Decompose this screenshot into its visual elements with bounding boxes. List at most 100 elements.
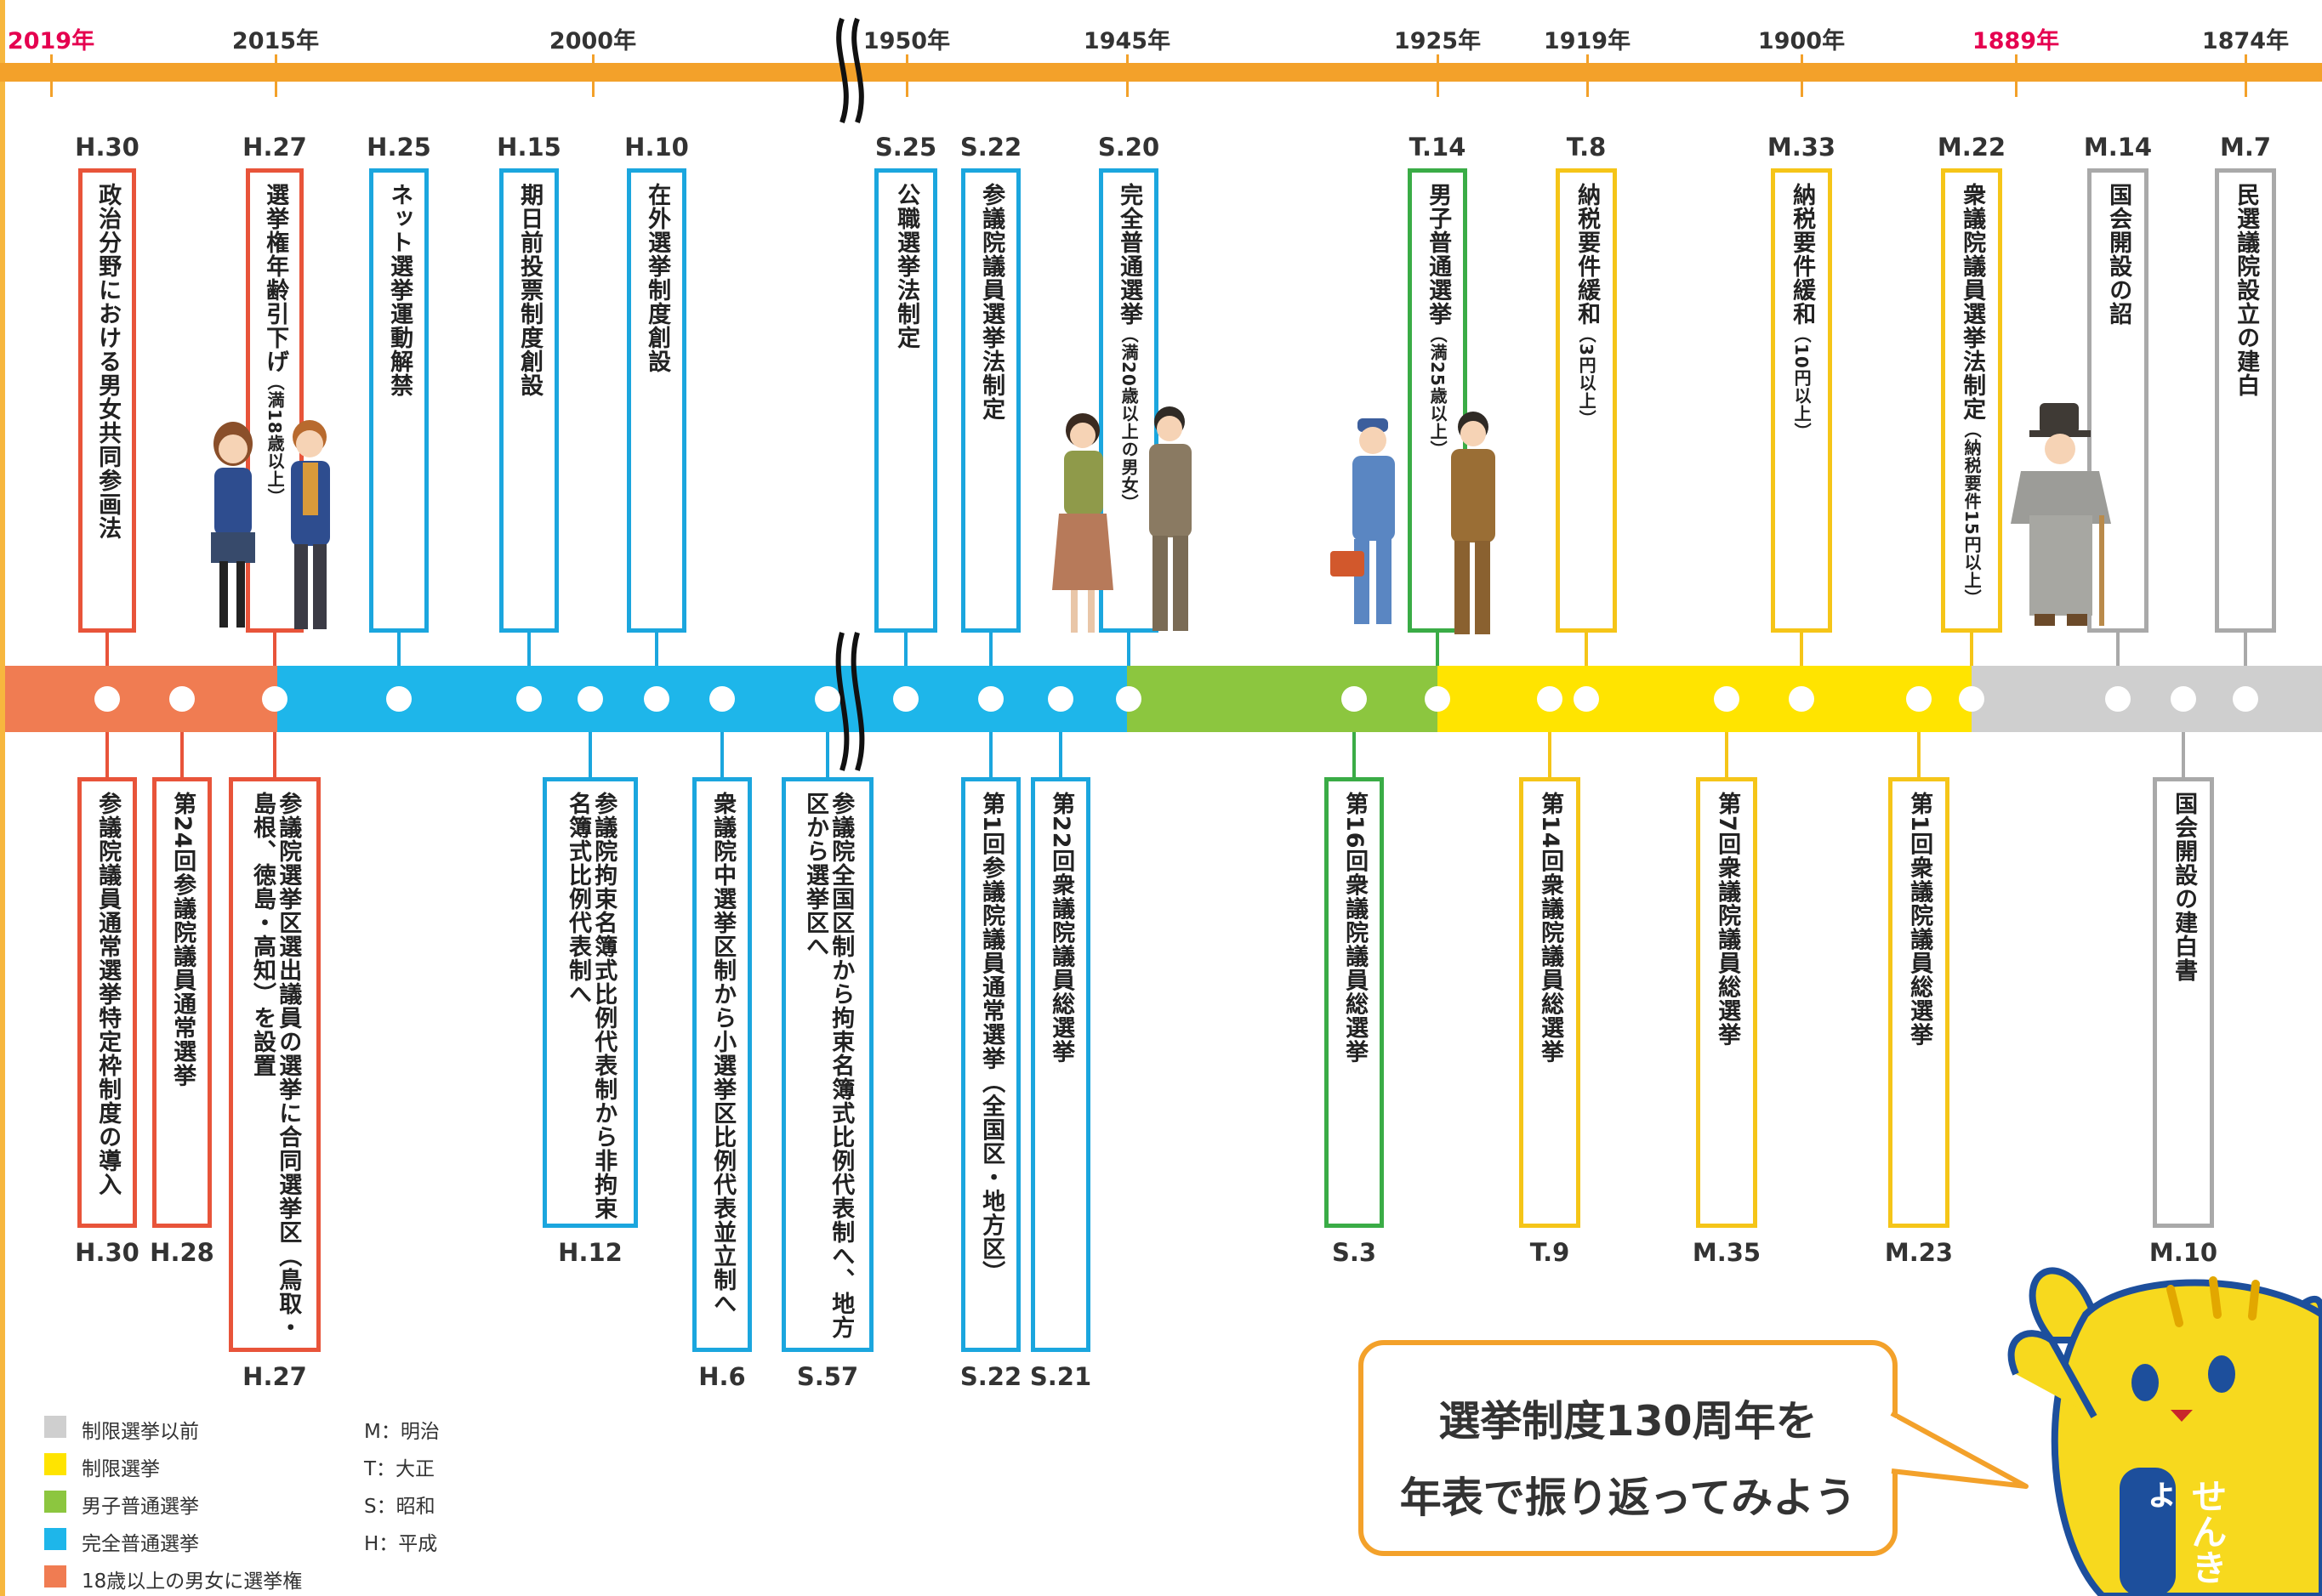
connector-line [397, 629, 401, 699]
lower-event-text: 第1回衆議院議員総選挙 [1906, 792, 1933, 1047]
lower-event-card: 参議院議員通常選挙特定枠制度の導入 [77, 777, 137, 1228]
lower-event-text: 国会開設の建白書 [2171, 792, 2198, 982]
event-dot [94, 686, 120, 712]
event-dot [516, 686, 542, 712]
lower-event-text: 参議院拘束名簿式比例代表制から非拘束名簿式比例代表制へ [565, 792, 617, 1220]
upper-era-label: T.14 [1409, 133, 1466, 162]
legend-swatch [44, 1416, 66, 1438]
connector-line [655, 629, 658, 699]
period-band [1127, 666, 1437, 732]
upper-era-label: S.20 [1097, 133, 1160, 162]
lower-era-label: H.12 [558, 1238, 623, 1267]
connector-line [1917, 699, 1921, 781]
event-dot [262, 686, 287, 712]
upper-event-note: （3円以上） [1576, 326, 1597, 428]
upper-event-text: 衆議院議員選挙法制定 [1959, 183, 1986, 421]
lower-event-text: 第16回衆議院議員総選挙 [1341, 792, 1369, 1064]
era-abbreviation: H：平成 [364, 1533, 438, 1555]
legend-swatch [44, 1565, 66, 1587]
event-dot [1537, 686, 1562, 712]
upper-era-label: T.8 [1566, 133, 1607, 162]
year-label: 1919年 [1543, 28, 1631, 54]
upper-era-label: H.15 [497, 133, 561, 162]
connector-line [105, 699, 109, 781]
legend-label: 完全普通選挙 [82, 1533, 199, 1555]
lower-era-label: H.27 [242, 1362, 307, 1391]
upper-event-card: ネット選挙運動解禁 [369, 168, 429, 633]
year-tick [906, 54, 908, 97]
upper-event-text: ネット選挙運動解禁 [386, 183, 413, 397]
upper-event-note: （満25歳以上） [1427, 326, 1448, 458]
lower-era-label: M.10 [2148, 1238, 2218, 1267]
event-dot [1048, 686, 1073, 712]
connector-line [1127, 629, 1130, 699]
connector-line [273, 629, 276, 699]
upper-era-label: M.14 [2083, 133, 2153, 162]
upper-event-text: 納税要件緩和 [1789, 183, 1816, 326]
lower-event-card: 参議院拘束名簿式比例代表制から非拘束名簿式比例代表制へ [543, 777, 638, 1228]
upper-event-text: 公職選挙法制定 [893, 183, 920, 349]
upper-era-label: H.27 [242, 133, 307, 162]
upper-era-label: H.25 [367, 133, 431, 162]
connector-line [720, 699, 724, 781]
lower-era-label: S.22 [959, 1362, 1022, 1391]
connector-line [2244, 629, 2247, 699]
connector-line [273, 699, 276, 781]
upper-event-text: 期日前投票制度創設 [516, 183, 544, 397]
lower-era-label: S.57 [796, 1362, 859, 1391]
lower-era-label: H.30 [75, 1238, 139, 1267]
connector-line [1725, 699, 1728, 781]
year-tick [275, 54, 277, 97]
upper-event-note: （満18歳以上） [265, 373, 286, 506]
lower-event-card: 第1回衆議院議員総選挙 [1888, 777, 1949, 1228]
lower-event-text: 衆議院中選挙区制から小選挙区比例代表並立制へ [709, 792, 737, 1315]
upper-event-card: 男子普通選挙（満25歳以上） [1408, 168, 1467, 633]
lower-event-text: 参議院全国区制から拘束名簿式比例代表制へ、地方区から選挙区へ [802, 792, 855, 1339]
year-tick [2245, 54, 2247, 97]
connector-line [989, 629, 993, 699]
year-label: 1945年 [1083, 28, 1171, 54]
era-abbreviation: T：大正 [364, 1458, 435, 1480]
year-label: 1874年 [2201, 28, 2290, 54]
connector-line [904, 629, 908, 699]
upper-era-label: S.25 [874, 133, 937, 162]
upper-event-card: 民選議院設立の建白 [2215, 168, 2276, 633]
upper-event-card: 納税要件緩和（3円以上） [1556, 168, 1617, 633]
period-band [5, 666, 277, 732]
worker-pair-illustration [1330, 412, 1495, 634]
old-gentleman-illustration [2011, 403, 2111, 626]
connector-line [2116, 629, 2120, 699]
event-dot [1959, 686, 1984, 712]
connector-line [589, 699, 592, 781]
event-dot [1425, 686, 1450, 712]
connector-line [527, 629, 531, 699]
lower-event-card: 第24回参議院議員通常選挙 [152, 777, 212, 1228]
year-label: 2000年 [549, 28, 637, 54]
upper-event-text: 選挙権年齢引下げ [262, 183, 289, 373]
lower-event-card: 第7回衆議院議員総選挙 [1696, 777, 1757, 1228]
year-tick [2015, 54, 2018, 97]
couple-illustration [1052, 406, 1192, 633]
upper-event-card: 選挙権年齢引下げ（満18歳以上） [246, 168, 304, 633]
axis-break-band [835, 632, 865, 771]
event-dot [1574, 686, 1599, 712]
upper-event-text: 男子普通選挙 [1425, 183, 1452, 326]
legend-label: 18歳以上の男女に選挙権 [82, 1570, 303, 1593]
upper-event-card: 参議院議員選挙法制定 [961, 168, 1021, 633]
upper-era-label: H.30 [75, 133, 139, 162]
year-tick [592, 54, 595, 97]
connector-line [105, 629, 109, 699]
connector-line [1548, 699, 1551, 781]
year-label: 1925年 [1393, 28, 1482, 54]
event-dot [815, 686, 840, 712]
lower-event-card: 第1回参議院議員通常選挙（全国区・地方区） [961, 777, 1021, 1352]
event-dot [2171, 686, 2196, 712]
year-tick [50, 54, 53, 97]
event-dot [709, 686, 735, 712]
event-dot [1116, 686, 1141, 712]
upper-era-label: H.10 [624, 133, 689, 162]
upper-event-card: 国会開設の詔 [2087, 168, 2148, 633]
lower-era-label: M.35 [1692, 1238, 1761, 1267]
era-abbreviation: M：明治 [364, 1421, 440, 1443]
